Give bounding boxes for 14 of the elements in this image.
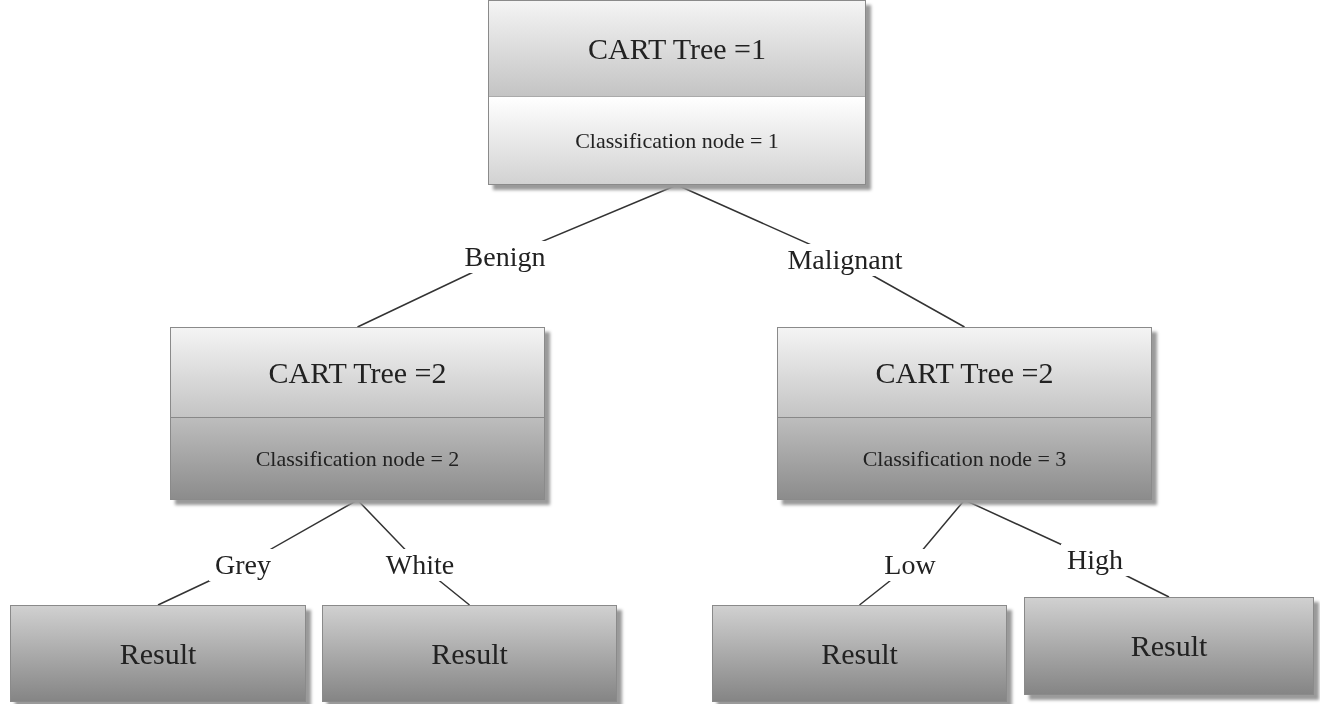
- tree-heading: CART Tree =2: [171, 328, 544, 418]
- classification-label: Classification node = 1: [489, 96, 865, 184]
- result-label: Result: [11, 606, 305, 701]
- classification-label: Classification node = 3: [778, 417, 1151, 499]
- classification-node-box: [170, 327, 545, 500]
- tree-heading: CART Tree =2: [778, 328, 1151, 418]
- tree-heading: CART Tree =1: [489, 1, 865, 97]
- result-label: Result: [1025, 598, 1313, 694]
- result-label: Result: [323, 606, 616, 701]
- result-label: Result: [713, 606, 1006, 701]
- classification-node-box: [488, 0, 866, 185]
- classification-label: Classification node = 2: [171, 417, 544, 499]
- edge-label: High: [1061, 544, 1129, 576]
- classification-node-box: [777, 327, 1152, 500]
